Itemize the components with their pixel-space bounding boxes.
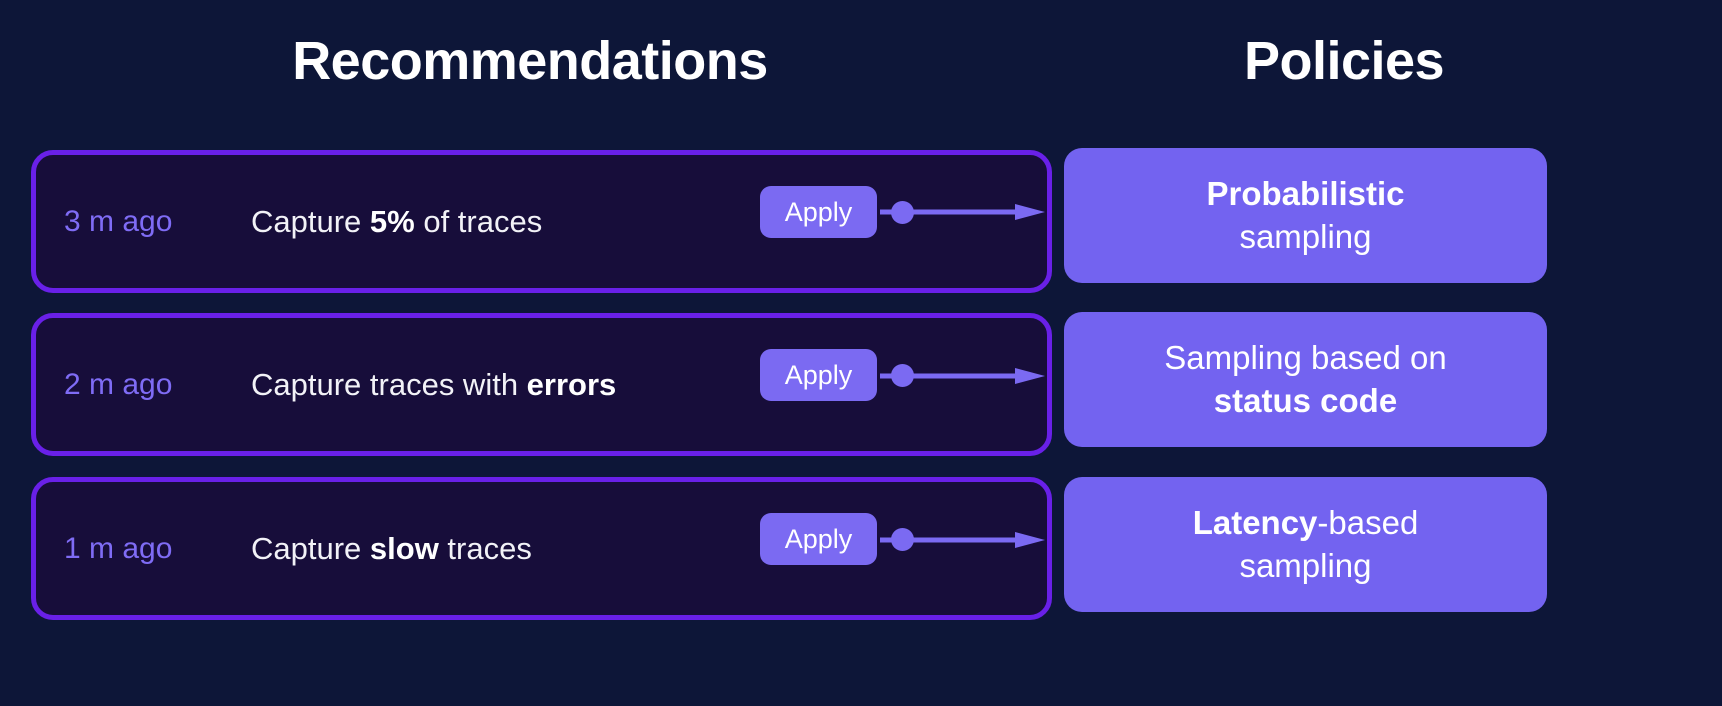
- recommendation-text-prefix: Capture: [251, 203, 370, 239]
- recommendation-text-prefix: Capture traces with: [251, 366, 527, 402]
- connector-arrow-icon: [880, 532, 1045, 548]
- recommendation-description: Capture 5% of traces: [251, 204, 542, 240]
- policy-line-1-rest: -based: [1317, 504, 1419, 542]
- apply-button[interactable]: Apply: [760, 349, 877, 401]
- recommendation-card[interactable]: 3 m ago Capture 5% of traces Apply: [31, 150, 1052, 293]
- policy-line-1: Latency-based: [1193, 502, 1419, 544]
- policy-line-1: Sampling based on: [1164, 337, 1447, 379]
- policy-line-1: Probabilistic: [1206, 173, 1404, 215]
- policy-label: Sampling based on status code: [1164, 337, 1447, 421]
- recommendation-timestamp: 3 m ago: [64, 204, 173, 238]
- recommendation-description: Capture traces with errors: [251, 367, 616, 403]
- policy-line-1-bold: Probabilistic: [1206, 175, 1405, 213]
- apply-button[interactable]: Apply: [760, 186, 877, 238]
- policy-card[interactable]: Latency-based sampling: [1064, 477, 1547, 612]
- policy-line-2-bold: status code: [1213, 381, 1398, 419]
- policy-line-2: sampling: [1193, 545, 1419, 587]
- connector-arrow-icon: [880, 204, 1045, 220]
- recommendation-text-suffix: of traces: [414, 203, 543, 239]
- policy-line-2-rest: sampling: [1239, 217, 1372, 255]
- recommendation-description: Capture slow traces: [251, 531, 532, 567]
- recommendation-timestamp: 1 m ago: [64, 531, 173, 565]
- policy-label: Probabilistic sampling: [1206, 173, 1404, 257]
- policies-heading: Policies: [1243, 31, 1445, 91]
- recommendation-text-suffix: traces: [438, 530, 532, 566]
- policy-card[interactable]: Probabilistic sampling: [1064, 148, 1547, 283]
- policy-card[interactable]: Sampling based on status code: [1064, 312, 1547, 447]
- policy-line-1-bold: Latency: [1192, 504, 1318, 542]
- recommendation-text-emphasis: 5%: [369, 203, 415, 239]
- connector-arrow-icon: [880, 368, 1045, 384]
- recommendation-card[interactable]: 2 m ago Capture traces with errors Apply: [31, 313, 1052, 456]
- policy-line-2: status code: [1164, 380, 1447, 422]
- recommendation-text-prefix: Capture: [251, 530, 370, 566]
- recommendation-text-emphasis: errors: [526, 366, 617, 402]
- recommendations-heading: Recommendations: [292, 31, 768, 91]
- recommendation-card[interactable]: 1 m ago Capture slow traces Apply: [31, 477, 1052, 620]
- policy-line-1-rest: Sampling based on: [1164, 339, 1447, 377]
- recommendation-text-emphasis: slow: [369, 530, 439, 566]
- policy-label: Latency-based sampling: [1193, 502, 1419, 586]
- policy-line-2-rest: sampling: [1239, 546, 1372, 584]
- policy-line-2: sampling: [1206, 216, 1404, 258]
- recommendation-timestamp: 2 m ago: [64, 367, 173, 401]
- apply-button[interactable]: Apply: [760, 513, 877, 565]
